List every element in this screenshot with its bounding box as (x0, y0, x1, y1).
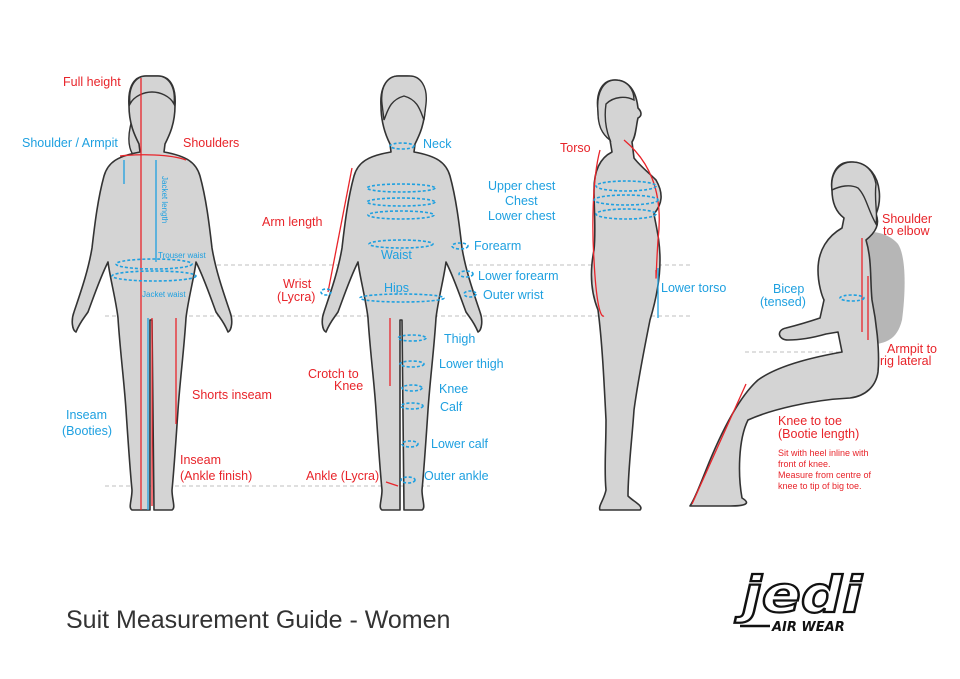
label-lower-forearm: Lower forearm (478, 269, 559, 283)
figure-seated (689, 161, 905, 507)
note-line-1: Sit with heel inline with (778, 448, 869, 458)
label-trouser-waist: Trouser waist (158, 251, 206, 260)
label-bicep-sub: (tensed) (760, 295, 806, 309)
label-arm-length: Arm length (262, 215, 322, 229)
label-lower-chest: Lower chest (488, 209, 556, 223)
label-wrist-sub: (Lycra) (277, 290, 315, 304)
label-bicep: Bicep (773, 282, 804, 296)
label-shoulder-armpit: Shoulder / Armpit (22, 136, 118, 150)
label-shoulder-to-elbow-sub: to elbow (883, 224, 931, 238)
label-torso: Torso (560, 141, 591, 155)
logo-mark: jedi (734, 566, 863, 624)
label-outer-ankle: Outer ankle (424, 469, 489, 483)
label-outer-wrist: Outer wrist (483, 288, 544, 302)
label-shoulder-to-elbow: Shoulder (882, 212, 932, 226)
label-inseam-booties-sub: (Booties) (62, 424, 112, 438)
figure-back (71, 75, 233, 511)
label-calf: Calf (440, 400, 463, 414)
label-shorts-inseam: Shorts inseam (192, 388, 272, 402)
label-jacket-waist: Jacket waist (142, 290, 186, 299)
label-neck: Neck (423, 137, 452, 151)
label-chest: Chest (505, 194, 538, 208)
label-lower-torso: Lower torso (661, 281, 726, 295)
note-line-4: knee to tip of big toe. (778, 481, 862, 491)
label-jacket-length: Jacket length (160, 176, 169, 223)
label-crotch-to-knee-sub: Knee (334, 379, 363, 393)
label-ankle-lycra: Ankle (Lycra) (306, 469, 379, 483)
label-lower-thigh: Lower thigh (439, 357, 504, 371)
brand-logo: jedi AIR WEAR (733, 565, 864, 635)
label-full-height: Full height (63, 75, 121, 89)
guide-lines (105, 264, 850, 487)
label-knee-to-toe: Knee to toe (778, 414, 842, 428)
logo-wordmark: AIR WEAR (771, 620, 845, 635)
note-line-3: Measure from centre of (778, 470, 872, 480)
label-forearm: Forearm (474, 239, 521, 253)
label-knee-to-toe-sub: (Bootie length) (778, 427, 859, 441)
figure-side (590, 79, 662, 511)
label-inseam-ankle: Inseam (180, 453, 221, 467)
label-hips: Hips (384, 281, 409, 295)
label-armpit-to-rig: Armpit to (887, 342, 937, 356)
figure-front (320, 75, 483, 511)
label-wrist: Wrist (283, 277, 312, 291)
label-crotch-to-knee: Crotch to (308, 367, 359, 381)
label-thigh: Thigh (444, 332, 475, 346)
page-title: Suit Measurement Guide - Women (66, 606, 450, 634)
label-upper-chest: Upper chest (488, 179, 556, 193)
label-inseam-booties: Inseam (66, 408, 107, 422)
label-waist: Waist (381, 248, 412, 262)
label-knee: Knee (439, 382, 468, 396)
label-shoulders: Shoulders (183, 136, 239, 150)
label-lower-calf: Lower calf (431, 437, 488, 451)
note-line-2: front of knee. (778, 459, 831, 469)
label-armpit-to-rig-sub: rig lateral (880, 354, 931, 368)
label-inseam-ankle-sub: (Ankle finish) (180, 469, 252, 483)
